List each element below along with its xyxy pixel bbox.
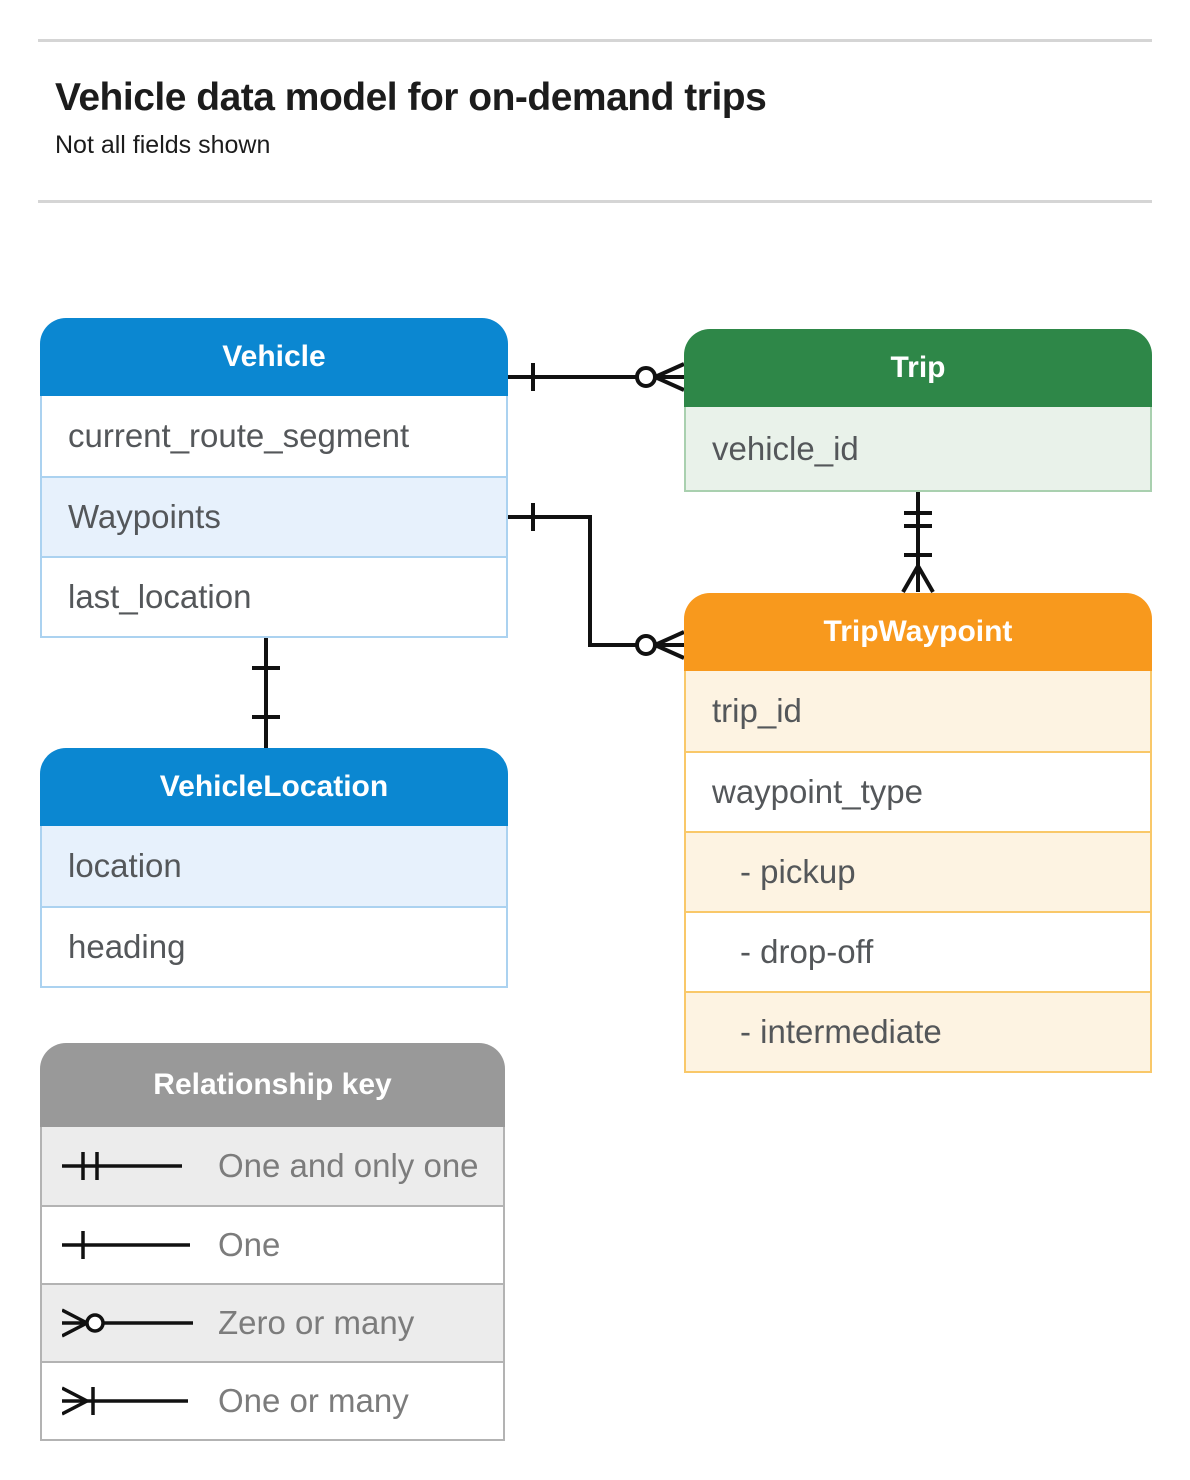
- legend-row: One: [42, 1205, 503, 1283]
- field-row: current_route_segment: [42, 396, 506, 476]
- one-or-many-icon: [62, 1386, 188, 1416]
- entity-vehiclelocation: VehicleLocation location heading: [40, 748, 508, 988]
- page-subtitle: Not all fields shown: [55, 131, 271, 159]
- one-and-only-one-icon: [62, 1152, 182, 1180]
- entity-trip-body: vehicle_id: [684, 407, 1152, 492]
- entity-tripwaypoint-body: trip_id waypoint_type - pickup - drop-of…: [684, 671, 1152, 1073]
- field-label: trip_id: [712, 692, 802, 729]
- connector-trip-tripwaypoint: [901, 490, 935, 593]
- entity-vehicle: Vehicle current_route_segment Waypoints …: [40, 318, 508, 638]
- field-row: location: [42, 826, 506, 906]
- legend-label: One or many: [218, 1382, 409, 1419]
- top-divider: [38, 39, 1152, 42]
- entity-vehicle-title: Vehicle: [222, 340, 326, 373]
- legend-row: One or many: [42, 1361, 503, 1439]
- field-row: - pickup: [686, 831, 1150, 911]
- entity-trip-header: Trip: [684, 329, 1152, 407]
- field-label: waypoint_type: [712, 773, 923, 810]
- zero-or-many-icon: [62, 1308, 193, 1338]
- field-row: trip_id: [686, 671, 1150, 751]
- one-icon: [62, 1231, 190, 1259]
- entity-vehiclelocation-body: location heading: [40, 826, 508, 988]
- field-label: vehicle_id: [712, 429, 859, 467]
- entity-vehicle-body: current_route_segment Waypoints last_loc…: [40, 396, 508, 638]
- field-label: - drop-off: [740, 933, 874, 970]
- field-label: current_route_segment: [68, 417, 410, 454]
- page-title: Vehicle data model for on-demand trips: [55, 76, 767, 119]
- field-label: - pickup: [740, 853, 856, 890]
- legend-row: Zero or many: [42, 1283, 503, 1361]
- legend-label: Zero or many: [218, 1304, 415, 1341]
- field-row: waypoint_type: [686, 751, 1150, 831]
- entity-trip: Trip vehicle_id: [684, 329, 1152, 492]
- field-row: - intermediate: [686, 991, 1150, 1071]
- connector-vehicle-trip: [508, 362, 685, 392]
- field-row: last_location: [42, 556, 506, 636]
- field-label: last_location: [68, 578, 252, 615]
- entity-trip-title: Trip: [890, 351, 946, 384]
- relationship-key-body: One and only one One Z: [40, 1127, 505, 1441]
- field-row: Waypoints: [42, 476, 506, 556]
- legend-row: One and only one: [42, 1127, 503, 1205]
- entity-tripwaypoint-title: TripWaypoint: [823, 615, 1013, 648]
- header-divider: [38, 200, 1152, 203]
- connector-waypoints-tripwaypoint: [508, 503, 685, 660]
- entity-tripwaypoint: TripWaypoint trip_id waypoint_type - pic…: [684, 593, 1152, 1073]
- entity-vehiclelocation-title: VehicleLocation: [159, 770, 389, 803]
- entity-vehiclelocation-header: VehicleLocation: [40, 748, 508, 826]
- field-row: heading: [42, 906, 506, 986]
- field-label: location: [68, 847, 182, 884]
- field-label: heading: [68, 928, 186, 965]
- connector-vehicle-vehiclelocation: [252, 637, 280, 748]
- field-label: - intermediate: [740, 1013, 942, 1050]
- entity-tripwaypoint-header: TripWaypoint: [684, 593, 1152, 671]
- relationship-key-header: Relationship key: [40, 1043, 505, 1127]
- legend-label: One and only one: [218, 1147, 479, 1184]
- entity-vehicle-header: Vehicle: [40, 318, 508, 396]
- relationship-key: Relationship key One and only one One: [40, 1043, 505, 1441]
- field-row: - drop-off: [686, 911, 1150, 991]
- field-row: vehicle_id: [686, 407, 1150, 490]
- relationship-key-title: Relationship key: [153, 1068, 392, 1101]
- field-label: Waypoints: [68, 498, 221, 535]
- legend-label: One: [218, 1226, 281, 1263]
